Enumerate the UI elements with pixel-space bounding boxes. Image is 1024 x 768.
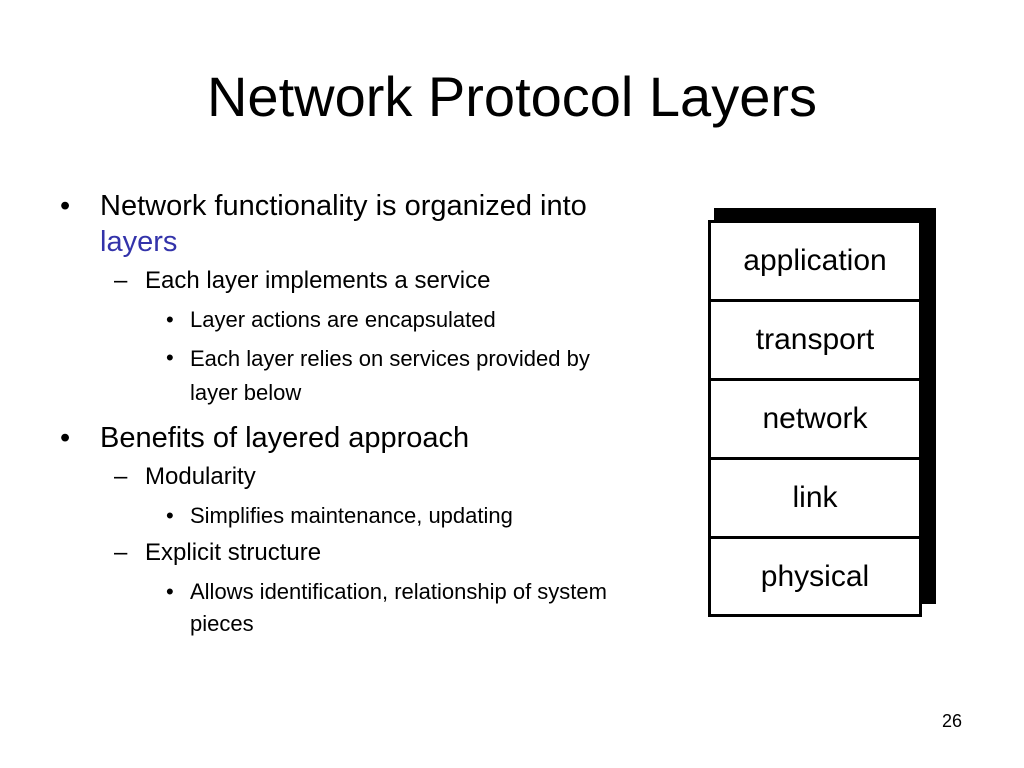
sub-bullet-text: Each layer implements a service [145,267,491,294]
sub-sub-bullet-maintenance: • Simplifies maintenance, updating [56,500,656,532]
sub-bullet-service: – Each layer implements a service [56,266,656,296]
bullet-marker: • [166,307,174,332]
sub-sub-bullet-text: Allows identification, relationship of s… [190,579,607,636]
sub-bullet-text: Explicit structure [145,539,322,566]
bullet-benefits: • Benefits of layered approach [56,420,656,456]
layer-transport: transport [711,302,919,381]
highlight-layers: layers [100,226,178,258]
bullet-text: Network functionality is organized into [100,190,587,222]
layer-link: link [711,460,919,539]
bullet-layers: • Network functionality is organized int… [56,188,656,260]
layer-network: network [711,381,919,460]
sub-sub-bullet-text: Simplifies maintenance, updating [190,503,513,528]
stack-front: application transport network link physi… [708,220,922,617]
bullet-marker: • [166,503,174,528]
bullet-marker: • [166,579,174,604]
sub-sub-bullet-encapsulated: • Layer actions are encapsulated [56,304,656,336]
sub-bullet-text: Modularity [145,463,256,490]
slide-title: Network Protocol Layers [206,65,817,128]
bullet-text: Benefits of layered approach [100,422,470,454]
bullet-list: • Network functionality is organized int… [56,188,656,646]
dash-marker: – [114,463,128,490]
dash-marker: – [114,539,128,566]
page-number: 26 [941,711,962,731]
layer-application: application [711,223,919,302]
bullet-marker: • [166,345,174,370]
sub-sub-bullet-text: Each layer relies on services provided b… [190,346,590,405]
sub-bullet-modularity: – Modularity [56,462,656,492]
bullet-marker: • [60,422,71,454]
sub-sub-bullet-identification: • Allows identification, relationship of… [56,576,656,640]
sub-bullet-structure: – Explicit structure [56,538,656,568]
dash-marker: – [114,267,128,294]
sub-sub-bullet-text: Layer actions are encapsulated [190,307,496,332]
layer-physical: physical [711,539,919,614]
bullet-marker: • [60,190,71,222]
sub-sub-bullet-relies: • Each layer relies on services provided… [56,342,656,410]
protocol-stack-diagram: application transport network link physi… [708,208,936,617]
